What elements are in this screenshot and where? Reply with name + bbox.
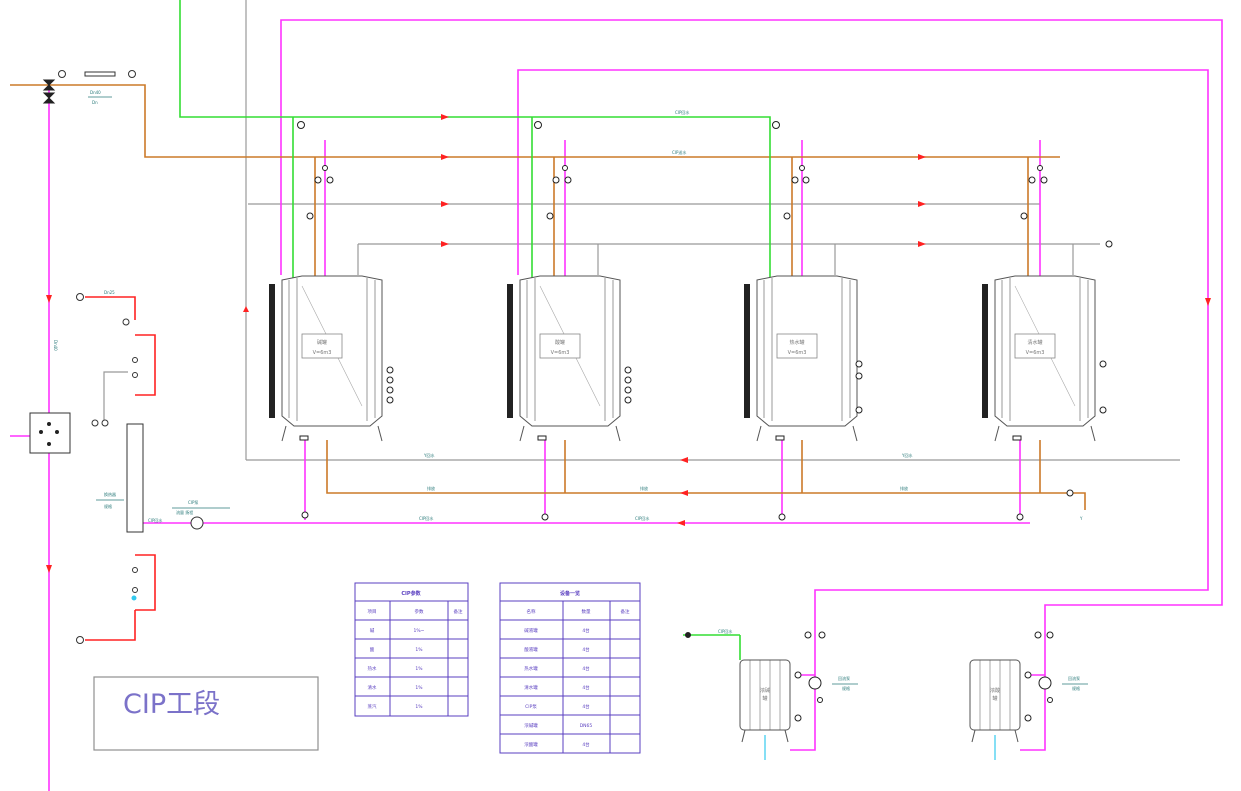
table1-header-2: 备注: [454, 608, 463, 615]
table1-r3c1: 1%: [415, 685, 423, 691]
table-equipment-text: 设备一览 名称 数量 备注 碱液罐 4台 酸液罐 4台 热水罐 4台 清水罐 4…: [524, 590, 630, 748]
table1-header-0: 项目: [368, 609, 377, 615]
left-equipment: [29, 70, 204, 644]
drain-lines: [103, 0, 1180, 461]
flow-arrows: [46, 114, 1211, 573]
tank-2-name: 酸罐: [555, 339, 565, 346]
valve-symbols-left: [39, 79, 137, 601]
table2-r2c1: 4台: [582, 665, 590, 672]
label-cip-supply-left: CIP回水: [148, 517, 162, 523]
table1-r3c0: 清水: [368, 684, 377, 691]
label-cip-supply-3: CIP回水: [635, 515, 649, 521]
label-small-pump-2: 回流泵: [1068, 675, 1080, 681]
title-box: [93, 676, 319, 751]
table2-r1c0: 酸液罐: [524, 646, 538, 653]
tank-2-spec: V=6m3: [551, 350, 570, 356]
label-small-tank-feed: CIP回水: [718, 628, 732, 634]
label-cip-return: CIP回水: [675, 109, 689, 115]
label-bottom-return-1: 排放: [427, 485, 435, 491]
table2-r3c1: 4台: [582, 684, 590, 691]
table2-r1c1: 4台: [582, 646, 590, 653]
page-title: CIP工段: [123, 689, 220, 720]
table1-r0c0: 碱: [370, 627, 375, 634]
table1-r0c1: 1%~: [414, 628, 425, 634]
table2-r5c1: DN65: [580, 723, 593, 729]
table1-header-1: 参数: [415, 608, 424, 615]
label-cip-pump-sub: 流量 扬程: [176, 509, 193, 515]
label-drain-bottom: Y回水: [423, 452, 434, 458]
small-tank-fittings: [685, 631, 1054, 722]
cip-return-lines: [179, 0, 771, 660]
label-bottom-return-2: 排放: [640, 485, 648, 491]
tank-2[interactable]: 酸罐 V=6m3: [507, 275, 632, 442]
table2-title: 设备一览: [560, 590, 580, 597]
small-tank-inlets: [764, 735, 996, 760]
tank-4-name: 清水罐: [1027, 339, 1042, 346]
small-tank-2-name: 浓酸: [990, 687, 1000, 694]
tank-top-valves: [297, 121, 1113, 248]
label-left-steam: Dn25: [104, 290, 115, 295]
table2-r0c1: 4台: [582, 627, 590, 634]
table2-r5c0: 浓碱罐: [524, 722, 538, 729]
table-cip-params: [354, 582, 469, 717]
tank-4[interactable]: 清水罐 V=6m3: [982, 275, 1107, 442]
tank-3[interactable]: 热水罐 V=6m3: [744, 275, 863, 442]
tank-1[interactable]: 碱罐 V=6m3: [269, 275, 394, 442]
table1-r1c0: 酸: [370, 646, 375, 653]
pipe-labels-left: Dn40 Dn 换热器 规格 CIP泵 流量 扬程 CIP回水 Dn25 Dn4…: [53, 90, 230, 523]
table1-r4c0: 蒸汽: [368, 703, 377, 710]
table2-header-0: 名称: [527, 608, 536, 615]
label-cip-supply-2: CIP回水: [419, 515, 433, 521]
small-tank-labels: CIP回水 回流泵 规格 回流泵 规格: [718, 628, 1088, 691]
label-small-pump-1-sub: 规格: [842, 685, 850, 691]
table2-r4c1: 4台: [582, 703, 590, 710]
label-heat-exchanger-sub: 规格: [104, 503, 112, 509]
tank-bottom-valves: [299, 435, 1074, 521]
pipe-labels-main: CIP回水 CIP送水 Y回水 Y回水 排放 排放 排放 CIP回水 CIP回水…: [419, 109, 1083, 521]
label-cip-pump: CIP泵: [188, 500, 198, 505]
table-cip-params-text: CIP参数 项目 参数 备注 碱 1%~ 酸 1% 热水 1% 清水 1% 蒸汽…: [368, 590, 463, 710]
table1-r2c0: 热水: [368, 665, 377, 672]
tank-3-spec: V=6m3: [788, 350, 807, 356]
tank-1-name: 碱罐: [317, 339, 327, 346]
water-lines: [10, 19, 1223, 791]
label-y-mark: Y: [1079, 516, 1083, 521]
table2-header-2: 备注: [621, 608, 630, 615]
table2-r4c0: CIP泵: [525, 704, 537, 710]
table1-r2c1: 1%: [415, 666, 423, 672]
table2-header-1: 数量: [582, 608, 591, 615]
tank-1-spec: V=6m3: [313, 350, 332, 356]
label-small-pump-1: 回流泵: [838, 675, 850, 681]
label-steam-header: CIP送水: [672, 149, 686, 155]
label-left-vertical: Dn40: [53, 340, 58, 351]
tank-4-spec: V=6m3: [1026, 350, 1045, 356]
label-top-feed: Dn40: [90, 90, 101, 95]
small-tank-2-spec: 罐: [992, 695, 997, 702]
table2-r2c0: 热水罐: [524, 665, 538, 672]
small-tank-1-spec: 罐: [762, 695, 767, 702]
label-small-pump-2-sub: 规格: [1072, 685, 1080, 691]
table2-r0c0: 碱液罐: [524, 627, 538, 634]
label-top-feed-sub: Dn: [92, 100, 98, 105]
heat-exchanger[interactable]: [126, 423, 144, 533]
pump-icon[interactable]: [190, 516, 204, 530]
small-tank-1[interactable]: 浓碱 罐: [739, 659, 791, 743]
label-heat-exchanger: 换热器: [104, 491, 116, 497]
table-equipment: [499, 582, 641, 754]
label-bottom-return-3: 排放: [900, 485, 908, 491]
table1-r1c1: 1%: [415, 647, 423, 653]
table1-r4c1: 1%: [415, 704, 423, 710]
label-drain-bottom-2: Y回水: [901, 452, 912, 458]
steam-trap-box[interactable]: [29, 412, 71, 454]
table2-r6c1: 4台: [582, 741, 590, 748]
tank-3-name: 热水罐: [789, 339, 804, 346]
table2-r3c0: 清水罐: [524, 684, 538, 691]
small-tank-2[interactable]: 浓酸 罐: [969, 659, 1021, 743]
heat-exchanger-loop: [85, 296, 156, 641]
small-tank-1-name: 浓碱: [760, 687, 770, 694]
table1-title: CIP参数: [401, 590, 421, 597]
table2-r6c0: 浓酸罐: [524, 741, 538, 748]
